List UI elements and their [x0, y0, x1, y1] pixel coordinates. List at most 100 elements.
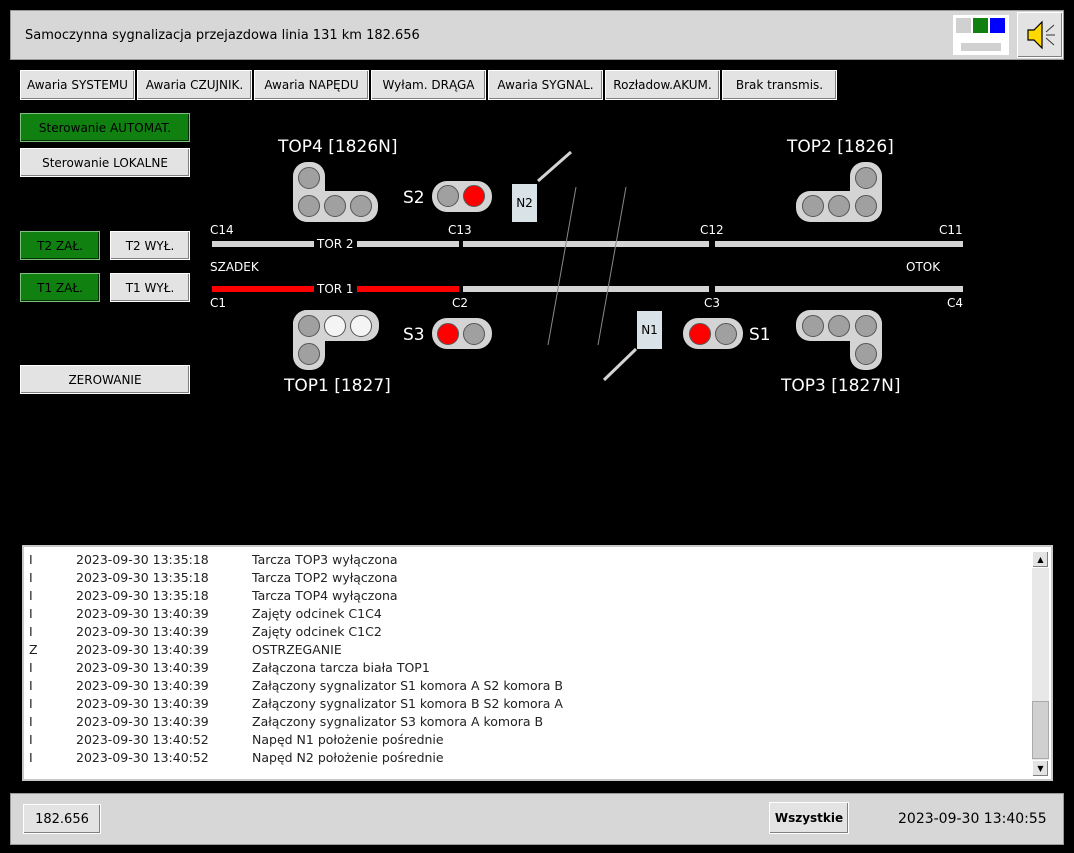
log-row[interactable]: I 2023-09-30 13:40:39 Załączony sygnalizat…: [24, 714, 1024, 732]
log-type: I: [29, 714, 33, 729]
n2-label: N2: [516, 196, 533, 210]
scroll-up-button[interactable]: ▲: [1032, 551, 1049, 568]
top4-signal: [293, 162, 378, 222]
log-message: Załączona tarcza biała TOP1: [252, 660, 430, 675]
top3-label: TOP3 [1827N]: [781, 376, 901, 396]
alarm-transmission-button[interactable]: Brak transmis.: [722, 70, 837, 100]
alarm-signal-button[interactable]: Awaria SYGNAL.: [488, 70, 603, 100]
log-time: 2023-09-30 13:40:39: [76, 714, 209, 729]
top2-label: TOP2 [1826]: [787, 137, 894, 157]
log-message: Zajęty odcinek C1C2: [252, 624, 382, 639]
top1-signal: [293, 310, 379, 370]
t1-off-button[interactable]: T1 WYŁ.: [110, 273, 190, 302]
log-row[interactable]: Z 2023-09-30 13:40:39 OSTRZEGANIE: [24, 642, 1024, 660]
log-message: Tarcza TOP4 wyłączona: [252, 588, 398, 603]
alarm-battery-button[interactable]: Rozładow.AKUM.: [605, 70, 720, 100]
log-time: 2023-09-30 13:40:39: [76, 606, 209, 621]
section-c11: C11: [939, 223, 963, 237]
speaker-icon: [1027, 20, 1055, 50]
log-time: 2023-09-30 13:40:39: [76, 624, 209, 639]
log-message: Załączony sygnalizator S1 komora B S2 ko…: [252, 696, 563, 711]
alarm-sensor-button[interactable]: Awaria CZUJNIK.: [137, 70, 252, 100]
log-row[interactable]: I 2023-09-30 13:40:39 Załączona tarcza bia…: [24, 660, 1024, 678]
log-time: 2023-09-30 13:35:18: [76, 570, 209, 585]
sound-button[interactable]: [1017, 12, 1063, 58]
barrier-n2-arm: [537, 150, 572, 183]
log-type: Z: [29, 642, 38, 657]
log-message: Załączony sygnalizator S3 komora A komor…: [252, 714, 544, 729]
log-message: Zajęty odcinek C1C4: [252, 606, 382, 621]
log-type: I: [29, 570, 33, 585]
log-row[interactable]: I 2023-09-30 13:40:52 Napęd N2 położenie p…: [24, 750, 1024, 768]
log-type: I: [29, 678, 33, 693]
road-edge-left: [547, 186, 577, 346]
log-time: 2023-09-30 13:40:52: [76, 732, 209, 747]
track-2: [212, 241, 963, 247]
log-time: 2023-09-30 13:40:39: [76, 642, 209, 657]
log-row[interactable]: I 2023-09-30 13:35:18 Tarcza TOP3 wyłączon…: [24, 552, 1024, 570]
local-control-button[interactable]: Sterowanie LOKALNE: [20, 148, 190, 177]
status-color-squares-icon: [953, 15, 1009, 55]
status-bar: 182.656 Wszystkie 2023-09-30 13:40:55: [10, 793, 1064, 845]
current-datetime: 2023-09-30 13:40:55: [898, 811, 1047, 827]
log-time: 2023-09-30 13:35:18: [76, 552, 209, 567]
log-row[interactable]: I 2023-09-30 13:35:18 Tarcza TOP2 wyłączon…: [24, 570, 1024, 588]
station-szadek: SZADEK: [210, 260, 259, 274]
track-diagram: [212, 150, 963, 382]
log-type: I: [29, 750, 33, 765]
s1-signal: [683, 318, 743, 349]
log-row[interactable]: I 2023-09-30 13:35:18 Tarcza TOP4 wyłączon…: [24, 588, 1024, 606]
section-c2: C2: [452, 296, 469, 310]
log-message: OSTRZEGANIE: [252, 642, 342, 657]
scroll-thumb[interactable]: [1032, 701, 1049, 759]
log-type: I: [29, 696, 33, 711]
road-edge-right: [597, 186, 627, 346]
alarm-barrier-button[interactable]: Wyłam. DRĄGA: [371, 70, 486, 100]
log-message: Napęd N2 położenie pośrednie: [252, 750, 444, 765]
reset-button[interactable]: ZEROWANIE: [20, 365, 190, 394]
s3-signal: [432, 318, 492, 349]
auto-control-button[interactable]: Sterowanie AUTOMAT.: [20, 113, 190, 142]
log-row[interactable]: I 2023-09-30 13:40:39 Zajęty odcinek C1C4: [24, 606, 1024, 624]
s2-signal: [432, 181, 492, 212]
log-time: 2023-09-30 13:35:18: [76, 588, 209, 603]
km-button[interactable]: 182.656: [23, 804, 101, 834]
show-all-button[interactable]: Wszystkie: [769, 802, 849, 834]
log-scrollbar[interactable]: ▲ ▼: [1032, 551, 1049, 777]
log-type: I: [29, 660, 33, 675]
section-c4: C4: [947, 296, 964, 310]
log-message: Tarcza TOP3 wyłączona: [252, 552, 398, 567]
log-row[interactable]: I 2023-09-30 13:40:52 Napęd N1 położenie p…: [24, 732, 1024, 750]
log-message: Napęd N1 położenie pośrednie: [252, 732, 444, 747]
section-c3: C3: [704, 296, 721, 310]
title-bar: Samoczynna sygnalizacja przejazdowa lini…: [10, 10, 1064, 60]
alarm-system-button[interactable]: Awaria SYSTEMU: [20, 70, 135, 100]
alarm-drive-button[interactable]: Awaria NAPĘDU: [254, 70, 369, 100]
log-time: 2023-09-30 13:40:39: [76, 660, 209, 675]
event-log[interactable]: I 2023-09-30 13:35:18 Tarcza TOP3 wyłączon…: [22, 545, 1053, 781]
log-message: Załączony sygnalizator S1 komora A S2 ko…: [252, 678, 563, 693]
t2-on-button[interactable]: T2 ZAŁ.: [20, 231, 100, 260]
log-time: 2023-09-30 13:40:39: [76, 678, 209, 693]
log-type: I: [29, 552, 33, 567]
section-c13: C13: [448, 223, 472, 237]
track-1-label: TOR 1: [317, 282, 354, 296]
log-type: I: [29, 732, 33, 747]
top1-label: TOP1 [1827]: [284, 376, 391, 396]
s3-label: S3: [403, 325, 425, 345]
log-message: Tarcza TOP2 wyłączona: [252, 570, 398, 585]
top2-signal: [796, 162, 882, 222]
n1-label: N1: [641, 323, 658, 337]
t2-off-button[interactable]: T2 WYŁ.: [110, 231, 190, 260]
log-row[interactable]: I 2023-09-30 13:40:39 Załączony sygnalizat…: [24, 678, 1024, 696]
log-time: 2023-09-30 13:40:52: [76, 750, 209, 765]
section-c1: C1: [210, 296, 227, 310]
log-type: I: [29, 606, 33, 621]
top4-label: TOP4 [1826N]: [278, 137, 398, 157]
log-type: I: [29, 588, 33, 603]
scroll-down-button[interactable]: ▼: [1032, 760, 1049, 777]
t1-on-button[interactable]: T1 ZAŁ.: [20, 273, 100, 302]
station-otok: OTOK: [906, 260, 941, 274]
